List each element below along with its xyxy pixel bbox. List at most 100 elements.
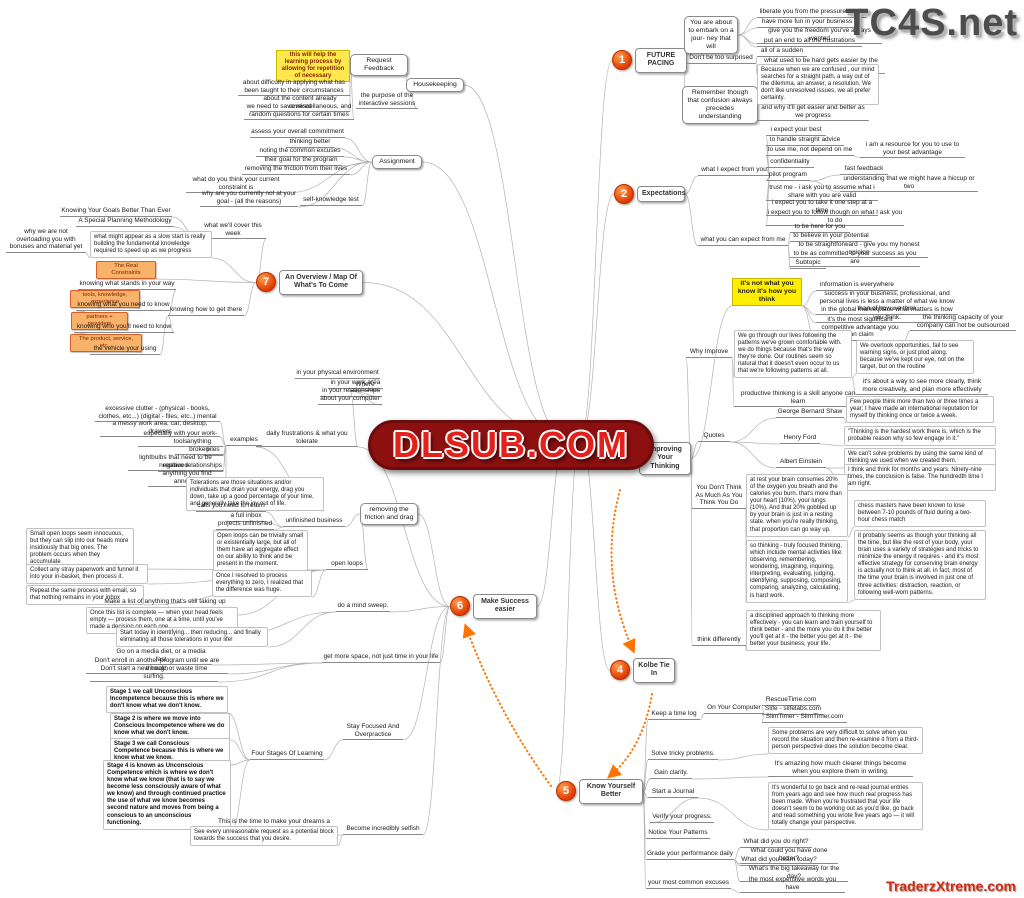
node-ky-clarity-text[interactable]: It's amazing how much clearer things bec… (768, 760, 913, 778)
node-ms-space[interactable]: get more space, not just time in your li… (322, 653, 440, 663)
node-it-outsourced[interactable]: the thinking capacity of your company ca… (910, 314, 1016, 332)
node-ms-work-tools[interactable]: especially with your work-tools (138, 430, 223, 448)
node-hk-yellow-note[interactable]: this will help the learning process by a… (276, 50, 350, 83)
node-ol-zero[interactable]: Once I resolved to process everything to… (212, 570, 312, 598)
node-ky-learn[interactable]: What did you learn today? (740, 856, 818, 866)
node-it-dont-think[interactable]: You Don't Think As Much As You Think You… (692, 484, 746, 509)
node-ms-negative[interactable]: negative relationships (158, 462, 223, 472)
node-ov-goals[interactable]: Knowing Your Goals Better Than Ever (60, 207, 172, 217)
node-ex-confidentiality[interactable]: confidentiality (766, 158, 814, 168)
node-ms-focused[interactable]: Stay Focused And Overpractice (343, 723, 403, 741)
node-ms-mind-sweep[interactable]: do a mind sweep. (336, 602, 390, 612)
node-ky-better[interactable]: What could you have done better? (740, 847, 838, 865)
node-st-two[interactable]: Stage 2 is where we move into Conscious … (110, 713, 230, 741)
node-ov-cover[interactable]: what we'll cover this week (200, 222, 266, 240)
node-it-patterns[interactable]: We go through our lives following the pa… (734, 330, 852, 379)
node-ov-vehicle[interactable]: the vehicle your using (90, 345, 160, 355)
node-ms-examples[interactable]: examples (226, 436, 262, 446)
node-it-quotes[interactable]: Quotes (698, 432, 730, 442)
node-q-shaw-text[interactable]: Few people think more than two or three … (846, 396, 994, 424)
node-hk-request-feedback[interactable]: Request Feedback (350, 54, 408, 77)
node-ov-planning[interactable]: A Special Planning Methodology (76, 217, 174, 227)
node-ky-rescuetime[interactable]: RescueTime.com (762, 696, 820, 706)
node-q-einstein-text2[interactable]: I think and think for months and years. … (844, 464, 996, 492)
node-fp-surprised[interactable]: Don't be too surprised (686, 54, 756, 64)
node-dt-chess[interactable]: chess masters have been known to lose be… (854, 500, 986, 528)
node-fp-end-frustrations[interactable]: put an end to all the frustrations (757, 37, 862, 47)
node-ky-right[interactable]: What did you do right? (740, 838, 812, 848)
node-fp-remember[interactable]: Remember though that confusion always pr… (682, 86, 758, 125)
node-ky-clarity[interactable]: Gain clarity. (650, 769, 692, 779)
node-ky-takeaway[interactable]: What's the big takeaway for the day? (740, 865, 848, 883)
node-ky-grade[interactable]: Grade your performance daily (646, 850, 734, 860)
node-ms-inbox[interactable]: a full inbox (226, 512, 266, 522)
node-ky-solve-text[interactable]: Some problems are very difficult to solv… (768, 727, 923, 755)
node-fp-confused[interactable]: Because when we are confused , our mind … (757, 64, 879, 106)
node-ov-stands-way[interactable]: knowing what stands in your way (78, 280, 176, 290)
node-ex-committed[interactable]: to be as committed to your success as yo… (790, 250, 920, 268)
node-ex-fast-feedback[interactable]: fast feedback (840, 165, 888, 175)
node-fp-embark[interactable]: You are about to embark on a jour- ney t… (684, 16, 738, 55)
node-ky-computer[interactable]: On Your Computer (704, 704, 764, 714)
node-it-overlook[interactable]: We overlook opportunities, fail to see w… (856, 340, 974, 375)
node-it-why-improve[interactable]: Why Improve (686, 348, 732, 358)
node-sp-book[interactable]: Don't start a new book, or waste time su… (90, 665, 218, 683)
node-ex-use-me[interactable]: to use me, not depend on me (766, 146, 854, 156)
node-housekeeping[interactable]: Housekeeping (406, 78, 464, 93)
node-it-think-differently[interactable]: think differently (692, 636, 746, 646)
node-ex-from-me[interactable]: what you can expect from me (698, 236, 788, 246)
node-ms-stages[interactable]: Four Stages Of Learning (250, 750, 324, 760)
node-st-one[interactable]: Stage 1 we call Unconscious Incompetence… (106, 686, 228, 714)
node-ky-verify[interactable]: Verify your progress. (650, 813, 714, 823)
node-fp-sudden[interactable]: all of a sudden (757, 47, 807, 57)
node-ky-time-log[interactable]: Keep a time log (648, 710, 700, 720)
node-fp-freedom[interactable]: give you the freedom you've always wante… (757, 27, 882, 45)
node-st-four[interactable]: Stage 4 is known as Unconscious Competen… (103, 760, 231, 830)
node-ol-collect[interactable]: Collect any stray paperwork and funnel i… (26, 564, 148, 585)
node-it-info-everywhere[interactable]: information is everywhere (816, 281, 898, 291)
node-ky-journal[interactable]: Start a Journal (648, 788, 698, 798)
node-fp-why-easier[interactable]: and why it'll get easier and better as w… (757, 104, 869, 122)
node-ky-expensive[interactable]: the most expensive words you have (740, 876, 845, 894)
node-dt-brain[interactable]: at rest your brain consumes 20% of the o… (746, 474, 848, 537)
node-ms-piles[interactable]: piles (203, 446, 223, 456)
node-it-success[interactable]: success in your business, professional, … (816, 290, 958, 315)
node-ex-subtopic[interactable]: Subtopic (790, 259, 826, 269)
node-ex-straightforward[interactable]: to be straightforward - give you my hone… (790, 241, 928, 259)
node-fp-liberate[interactable]: liberate you from the pressures daily (757, 8, 867, 18)
node-ky-solve[interactable]: Solve tricky problems. (648, 750, 718, 760)
node-ov-real-constraints[interactable]: The Real Constraints (96, 261, 156, 279)
node-q-shaw[interactable]: George Bernard Shaw (776, 408, 844, 418)
node-sw-start-today[interactable]: Start today in identifying... then reduc… (116, 627, 268, 648)
node-ms-friction[interactable]: removing the friction and drag (360, 503, 418, 526)
node-ms-broken[interactable]: anything broken (175, 438, 223, 456)
node-fp-fun[interactable]: have more fun in your business (757, 18, 857, 28)
node-as-friction[interactable]: removing the friction from their lives (242, 165, 350, 175)
node-ms-clutter[interactable]: excessive clutter - (physical - books, c… (95, 405, 220, 423)
node-ov-need-know[interactable]: knowing what you need to know (76, 301, 171, 311)
node-ms-projects[interactable]: projects unfinished (216, 520, 274, 530)
node-td-disciplined[interactable]: a disciplined approach to thinking more … (746, 610, 881, 652)
node-dt-conserve[interactable]: it probably seems as though your thinkin… (854, 530, 986, 600)
node-as-excuses[interactable]: noting the common excuses (256, 147, 344, 157)
node-ms-daily[interactable]: daily frustrations & what you tolerate (256, 430, 358, 448)
node-hk-content[interactable]: about the content already covered (250, 95, 350, 113)
node-ol-email[interactable]: Repeat the same process with email, so t… (26, 585, 144, 606)
node-it-clearly[interactable]: it's about a way to see more clearly, th… (856, 378, 988, 396)
node-q-ford-text[interactable]: "Thinking is the hardest work there is, … (844, 426, 996, 447)
node-hk-difficulty[interactable]: about difficulty in applying what has be… (238, 79, 350, 97)
node-as-test[interactable]: self-knowledge test (300, 196, 362, 206)
node-ex-believe[interactable]: to believe in your potential (790, 232, 872, 242)
node-ex-pilot[interactable]: pilot program (766, 171, 810, 181)
node-ex-best[interactable]: i expect your best (766, 126, 826, 136)
node-q-ford[interactable]: Henry Ford (780, 434, 820, 444)
node-ms-messy[interactable]: a messy work area, car, desktop, drawers (100, 420, 220, 438)
node-ov-slow-start[interactable]: what might appear as a slow start is rea… (90, 231, 212, 259)
node-hk-misc[interactable]: we need to save miscellaneous, and rando… (244, 103, 354, 121)
node-ms-computer[interactable]: about your computer (318, 395, 382, 405)
node-ov-not-overloading[interactable]: why we are not overloading you with bonu… (6, 228, 86, 253)
node-ky-journal-text[interactable]: It's wonderful to go back and re-read jo… (768, 782, 923, 831)
